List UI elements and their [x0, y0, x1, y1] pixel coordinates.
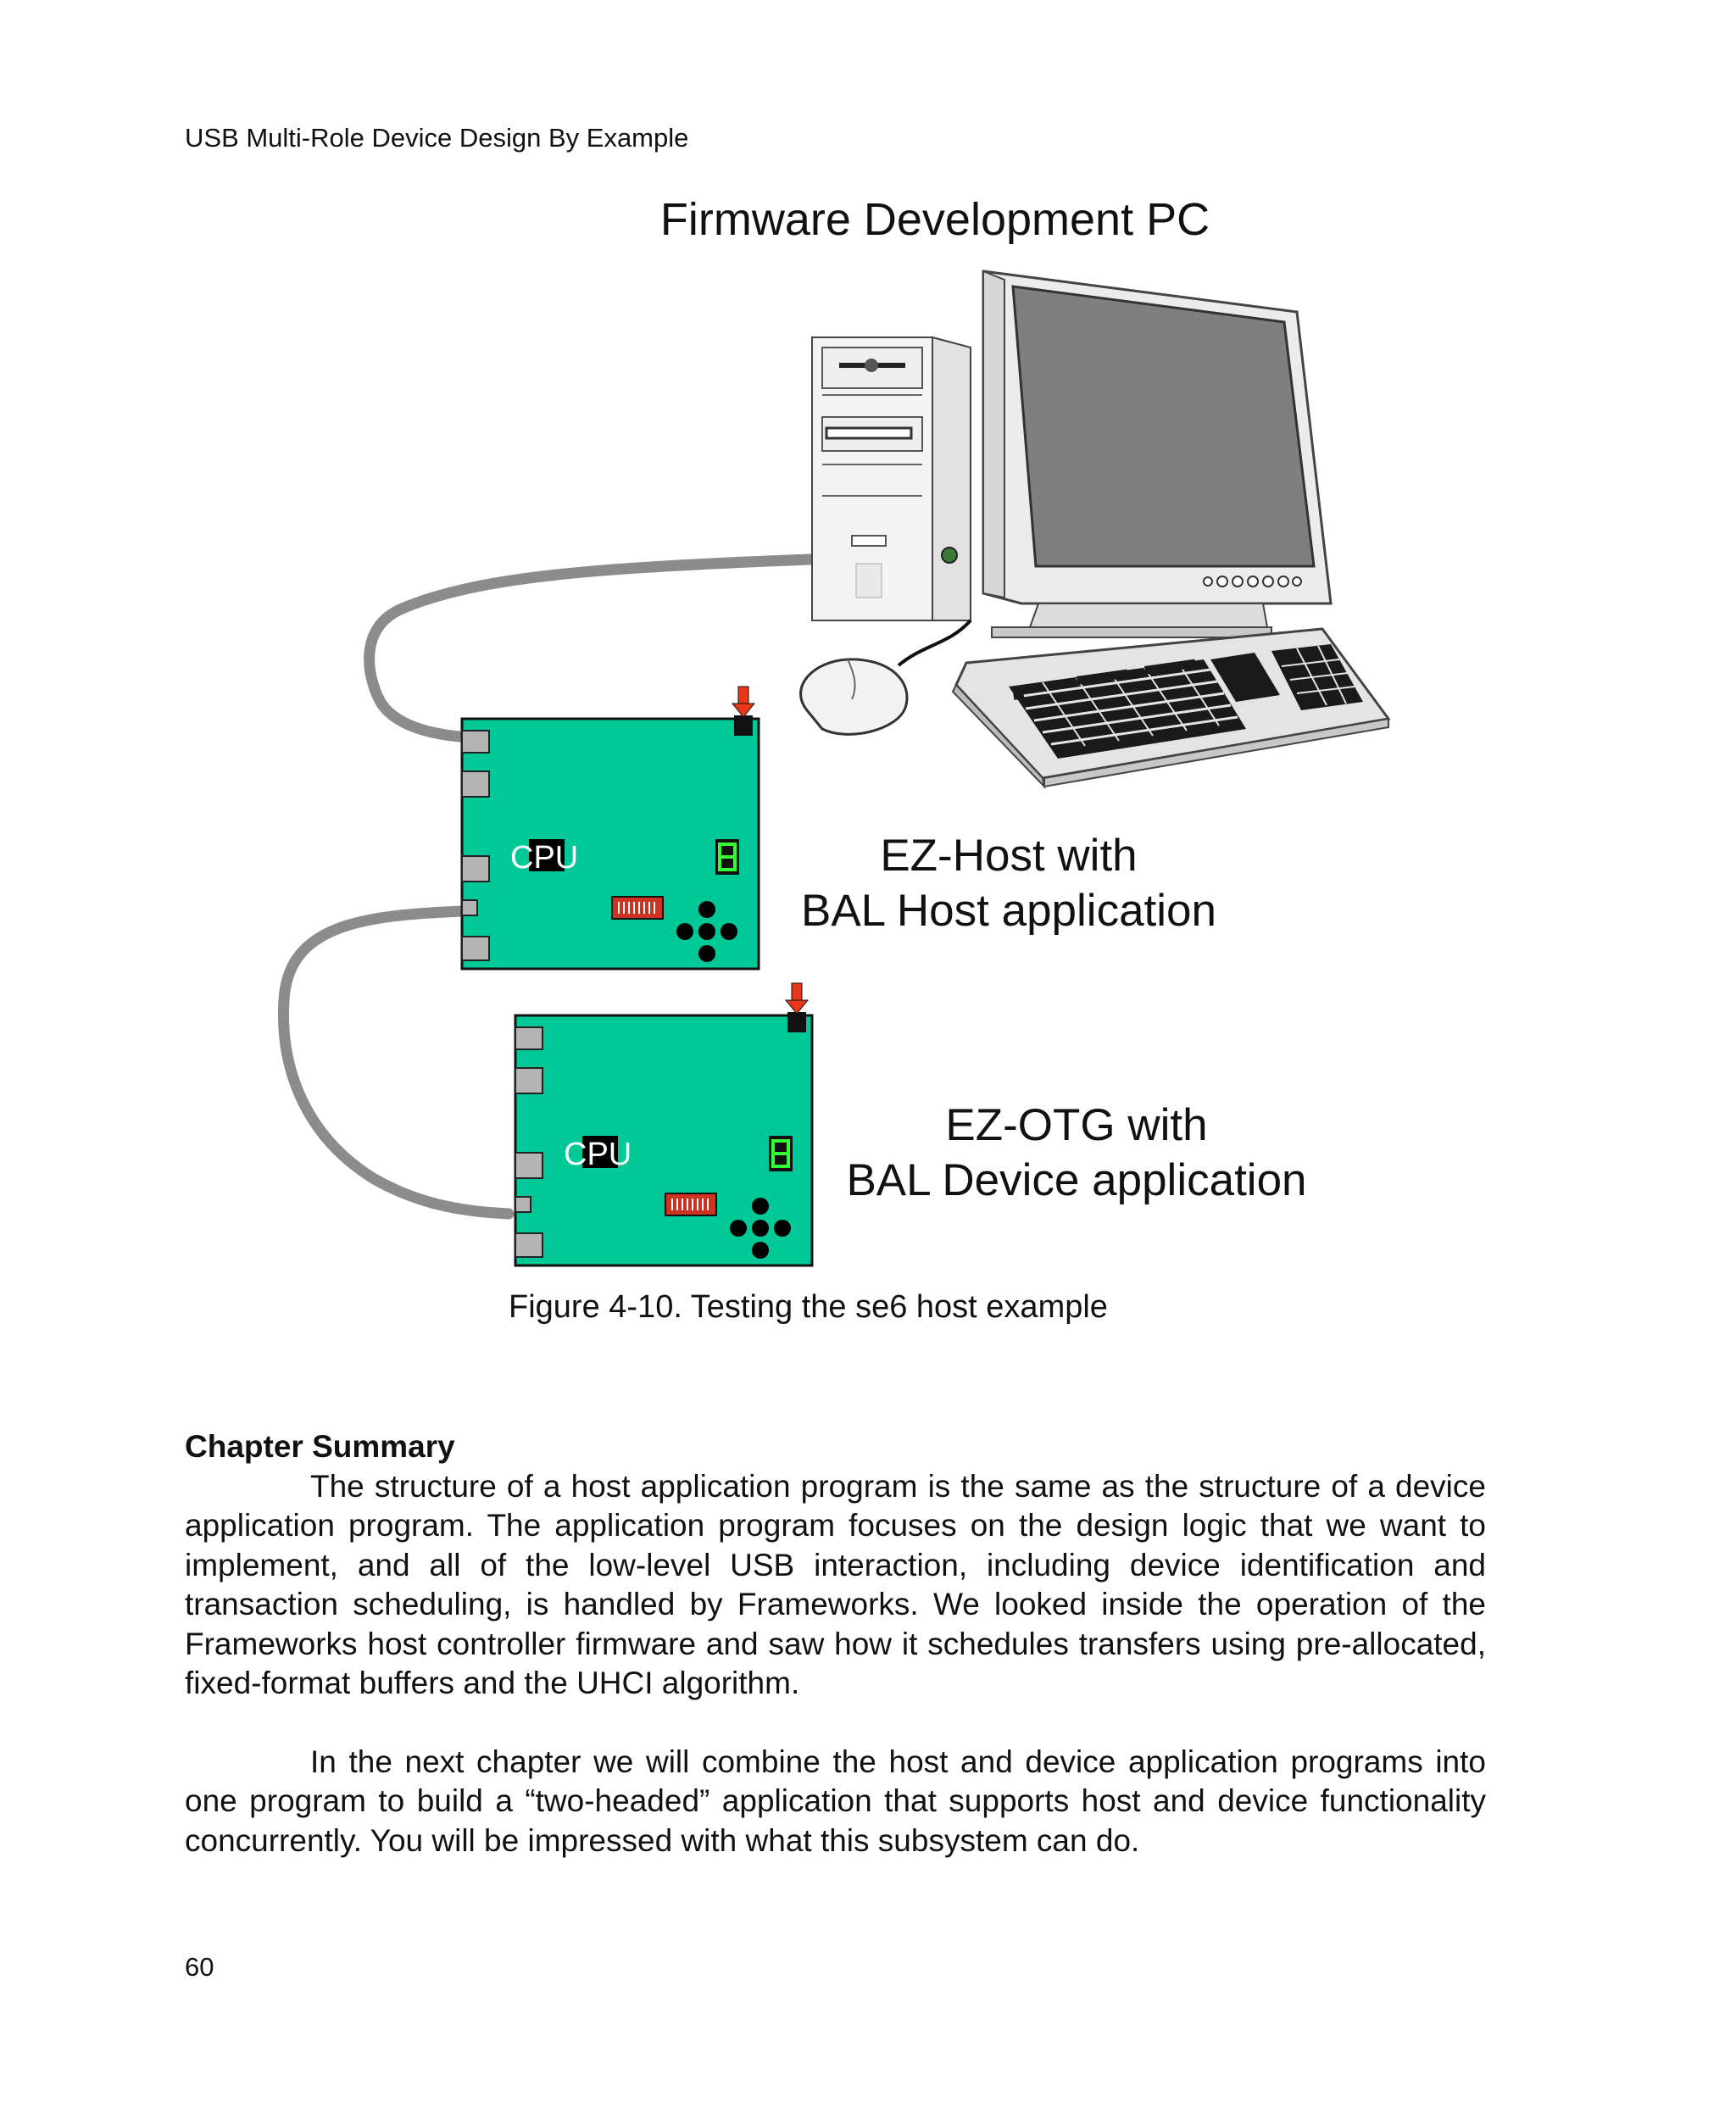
ez-otg-board: CPU	[515, 983, 812, 1265]
host-label-line1: EZ-Host with	[780, 828, 1238, 883]
otg-cpu-label: CPU	[564, 1137, 632, 1172]
host-label-line2: BAL Host application	[780, 883, 1238, 938]
keyboard	[953, 629, 1388, 787]
host-reset-button	[734, 715, 753, 736]
summary-paragraph-2: In the next chapter we will combine the …	[185, 1743, 1486, 1861]
otg-label-line2: BAL Device application	[826, 1153, 1327, 1208]
summary-paragraph-1: The structure of a host application prog…	[185, 1467, 1486, 1704]
mouse	[801, 620, 971, 734]
ez-host-board: CPU	[462, 687, 759, 969]
figure-caption: Figure 4-10. Testing the se6 host exampl…	[509, 1289, 1108, 1326]
host-board-label: EZ-Host with BAL Host application	[780, 828, 1238, 938]
monitor	[983, 271, 1331, 637]
page-number: 60	[185, 1952, 214, 1983]
otg-board-label: EZ-OTG with BAL Device application	[826, 1098, 1327, 1208]
section-heading: Chapter Summary	[185, 1427, 1486, 1467]
otg-label-line1: EZ-OTG with	[826, 1098, 1327, 1153]
host-cpu-label: CPU	[510, 840, 578, 876]
pc-tower	[812, 337, 971, 620]
chapter-summary: Chapter Summary The structure of a host …	[185, 1427, 1486, 1860]
otg-reset-button	[787, 1012, 806, 1032]
